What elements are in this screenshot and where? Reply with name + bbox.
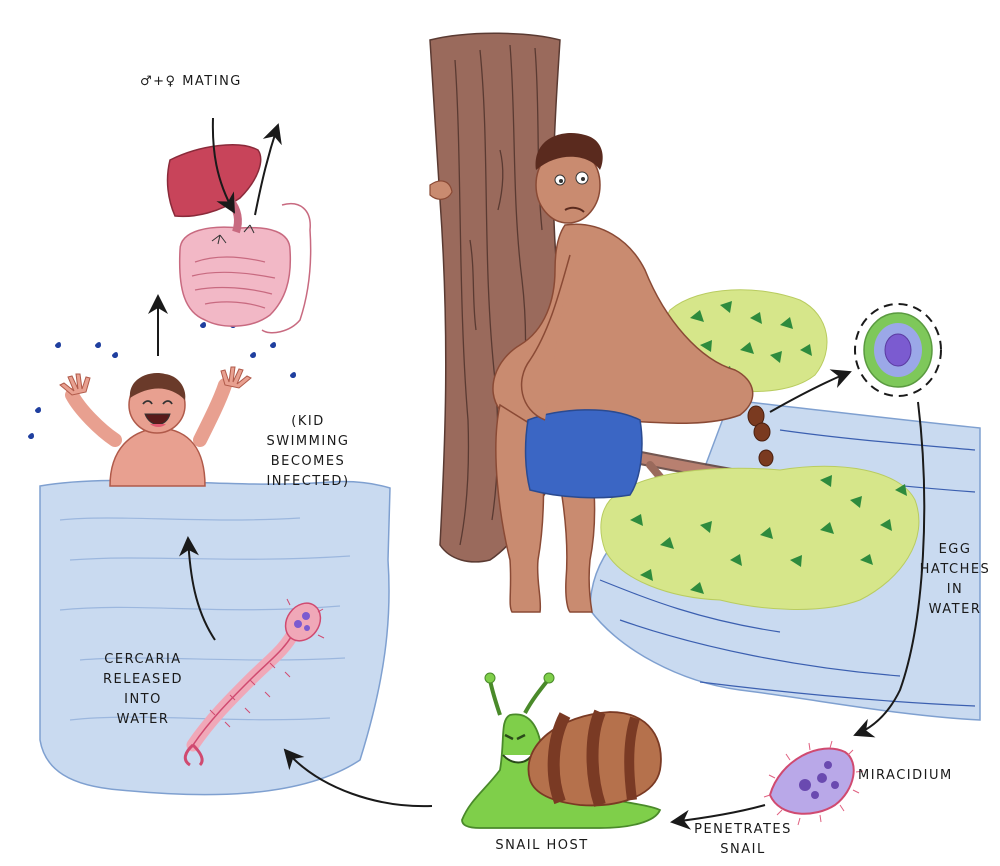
label-penetrates-line2: SNAIL: [688, 840, 798, 860]
label-cercaria-line4: WATER: [88, 710, 198, 730]
shorts: [526, 410, 642, 498]
label-penetrates-line1: PENETRATES: [688, 820, 798, 840]
child-swimmer-icon: [60, 367, 251, 486]
label-egg-line3: IN: [915, 580, 995, 600]
intestine-icon: [180, 200, 311, 333]
label-cercaria-line2: RELEASED: [88, 670, 198, 690]
label-miracidium: MIRACIDIUM: [858, 766, 953, 786]
label-kid-line4: INFECTED): [248, 472, 368, 492]
egg-icon: [855, 304, 941, 396]
label-cercaria-line1: CERCARIA: [88, 650, 198, 670]
label-cercaria-released: CERCARIA RELEASED INTO WATER: [88, 650, 198, 730]
label-egg-line4: WATER: [915, 600, 995, 620]
label-egg-line1: EGG: [915, 540, 995, 560]
label-egg-line2: HATCHES: [915, 560, 995, 580]
left-water: [40, 480, 390, 794]
label-penetrates-snail: PENETRATES SNAIL: [688, 820, 798, 860]
label-kid-line1: (KID: [248, 412, 368, 432]
miracidium-icon: [764, 741, 863, 825]
label-egg-hatches: EGG HATCHES IN WATER: [915, 540, 995, 620]
label-mating: ♂+♀ MATING: [140, 72, 242, 92]
label-cercaria-line3: INTO: [88, 690, 198, 710]
label-kid-line2: SWIMMING: [248, 432, 368, 452]
label-kid-line3: BECOMES: [248, 452, 368, 472]
label-kid-swimming: (KID SWIMMING BECOMES INFECTED): [248, 412, 368, 492]
label-snail-host: SNAIL HOST: [482, 836, 602, 856]
snail-icon: [462, 673, 661, 828]
